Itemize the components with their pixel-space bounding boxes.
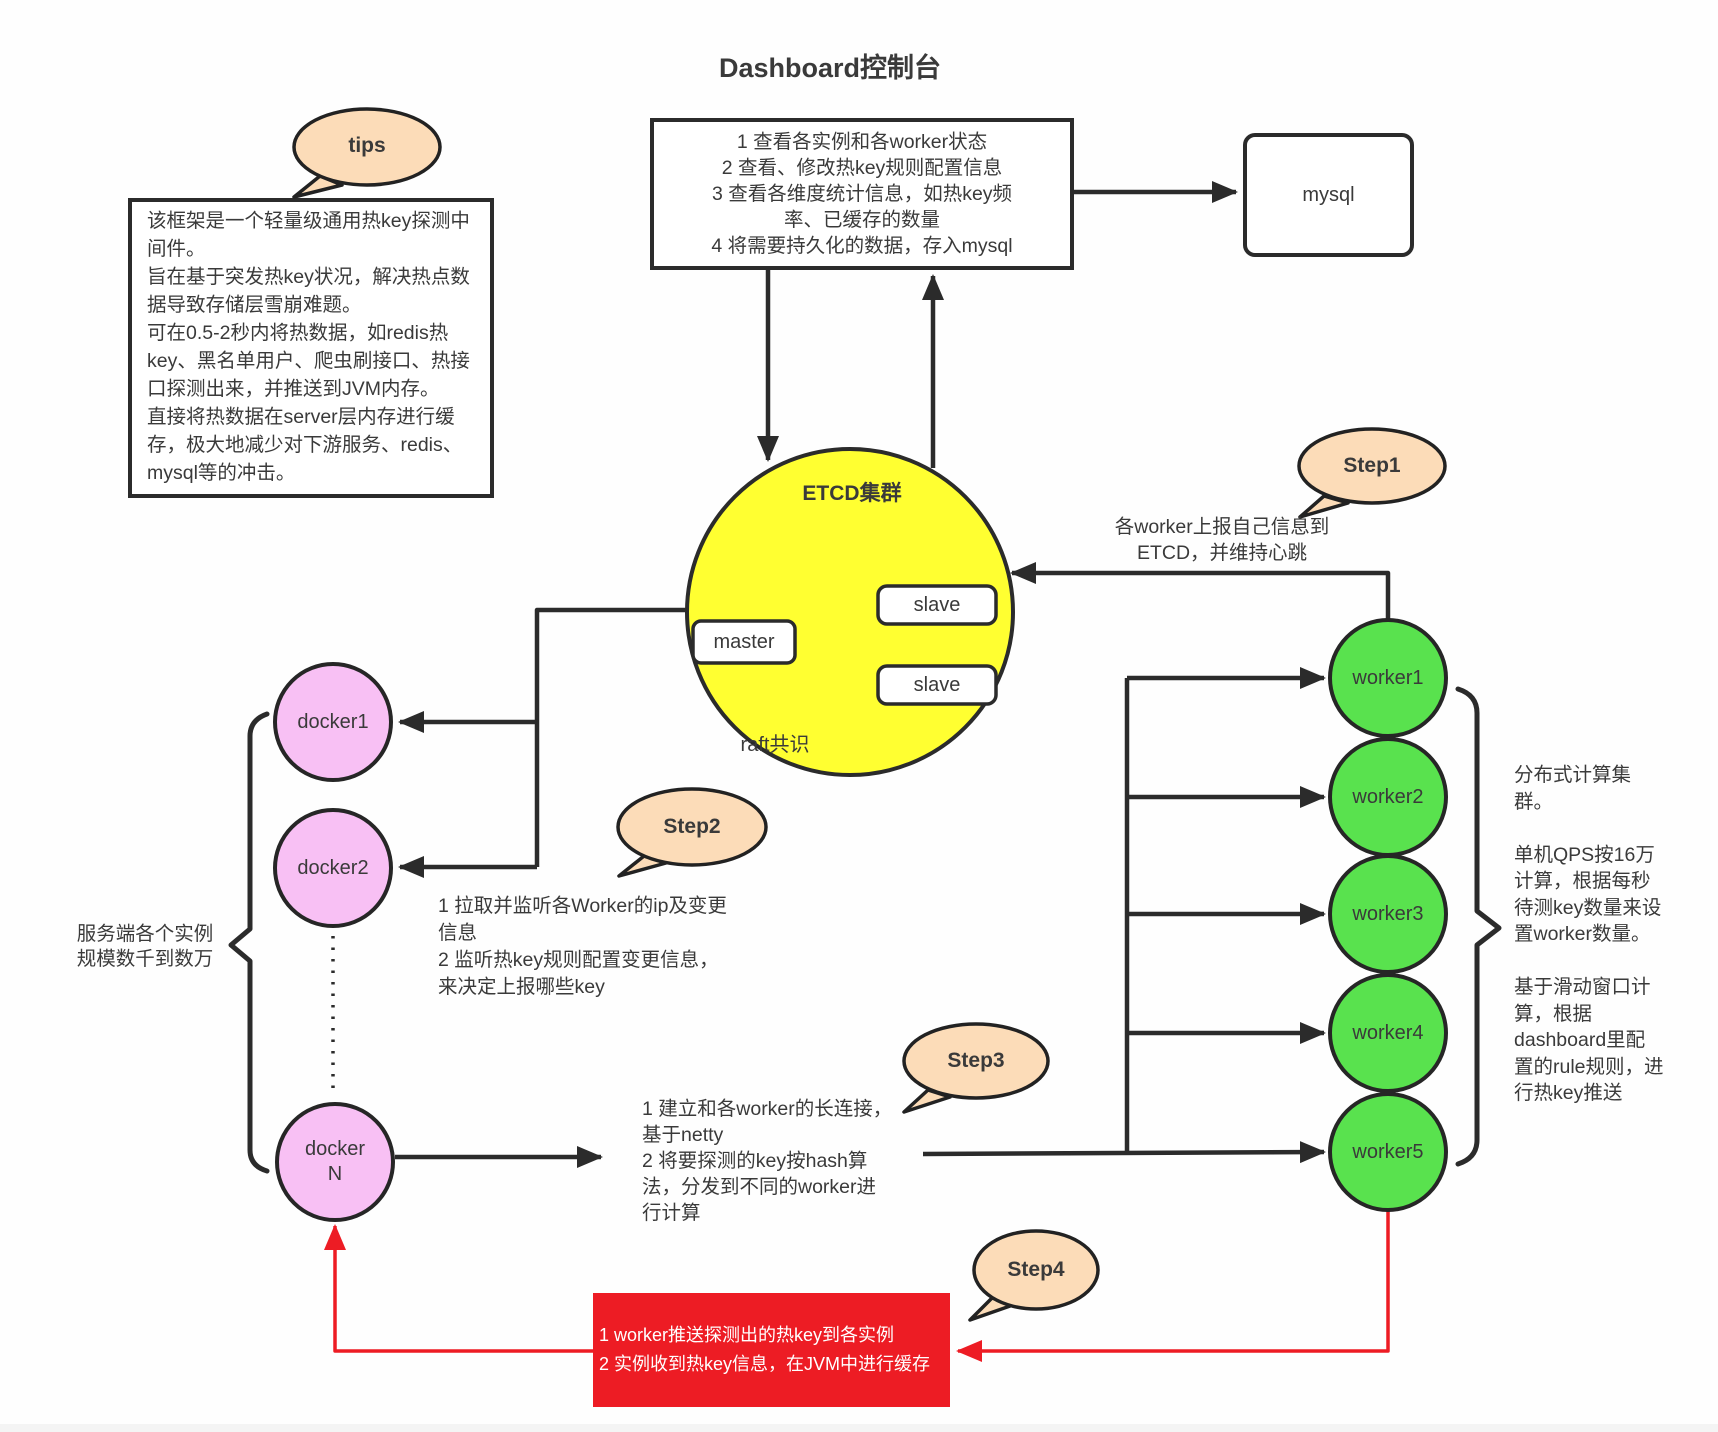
worker5-circle [1328,1092,1448,1212]
page-title: Dashboard控制台 [718,53,942,83]
step1-note: 各worker上报自己信息到 ETCD，并维持心跳 [1114,516,1330,564]
step4-label: Step4 [1007,1258,1065,1281]
dashboard-box [650,118,1074,270]
arrow-step3note-to-worker5 [922,1141,1326,1164]
worker1-label: worker1 [1352,666,1424,689]
docker1-label: docker1 [297,710,369,733]
worker4-circle [1328,973,1448,1093]
docker2-label: docker2 [297,856,369,879]
slave2-label: slave [913,673,961,696]
arrow-worker5-to-redbox [956,1210,1390,1362]
left-note: 服务端各个实例 规模数千到数万 [76,923,214,970]
mysql-label: mysql [1302,183,1355,206]
step4-bubble [972,1229,1100,1311]
worker5-label: worker5 [1352,1140,1424,1163]
step1-label: Step1 [1343,454,1401,477]
worker2-label: worker2 [1352,785,1424,808]
docker2-circle [273,808,393,928]
etcd-title: ETCD集群 [802,482,902,505]
step3-bubble [902,1022,1050,1100]
red-box-text: 1 worker推送探测出的热key到各实例 2 实例收到热key信息，在JVM… [599,1325,931,1374]
master-box [691,619,797,665]
left-brace [228,711,270,1174]
worker1-circle [1328,618,1448,738]
worker4-label: worker4 [1352,1021,1424,1044]
tips-note-text: 该框架是一个轻量级通用热key探测中 间件。 旨在基于突发热key状况，解决热点… [147,210,470,484]
right-note: 分布式计算集 群。 单机QPS按16万 计算，根据每秒 待测key数量来设 置w… [1514,764,1664,1104]
step2-label: Step2 [663,815,721,838]
step3-note: 1 建立和各worker的长连接， 基于netty 2 将要探测的key按has… [642,1098,893,1224]
dockerN-circle [275,1102,395,1222]
worker3-label: worker3 [1352,902,1424,925]
raft-label: raft共识 [740,734,810,756]
red-box [593,1293,950,1407]
tips-bubble [292,107,442,187]
arrow-worker1-to-etcd [1010,562,1391,620]
step1-bubble [1297,427,1447,505]
worker3-circle [1328,854,1448,974]
step2-note: 1 拉取并监听各Worker的ip及变更 信息 2 监听热key规则配置变更信息… [438,895,727,998]
tips-note-box [128,198,494,498]
docker1-circle [273,662,393,782]
step2-bubble [616,787,768,867]
dashboard-box-text: 1 查看各实例和各worker状态 2 查看、修改热key规则配置信息 3 查看… [711,131,1013,257]
line-etcd-to-docker-trunk [534,607,687,867]
slave-box-1 [876,584,998,626]
arrow-redbox-to-dockerN [324,1224,593,1353]
bottom-edge [0,1424,1718,1432]
master-label: master [713,630,775,653]
dockerN-label: docker N [304,1138,366,1185]
mysql-box [1243,133,1414,257]
slave-box-2 [876,664,998,706]
right-brace [1455,686,1502,1167]
slave1-label: slave [913,593,961,616]
step3-label: Step3 [947,1049,1005,1072]
tips-bubble-label: tips [348,134,386,157]
